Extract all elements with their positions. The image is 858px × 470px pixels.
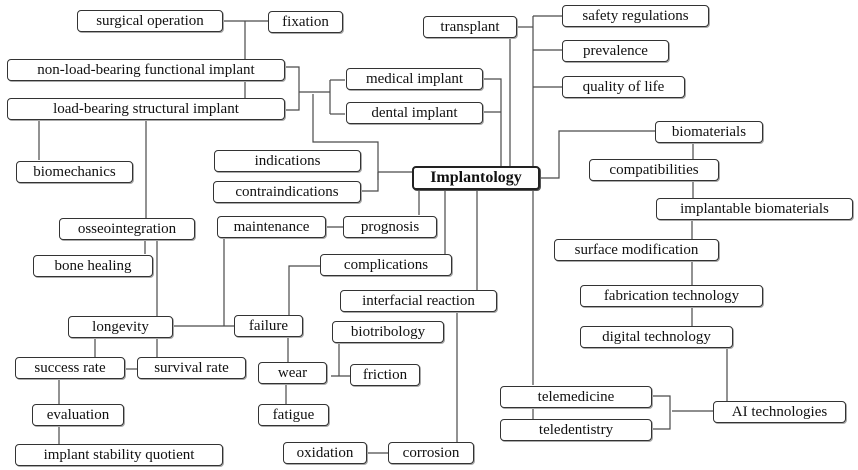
node-digital-technology[interactable]: digital technology — [580, 326, 733, 348]
node-fatigue[interactable]: fatigue — [258, 404, 329, 426]
edge-contra-root — [361, 172, 379, 192]
node-wear[interactable]: wear — [258, 362, 327, 384]
edge-tele-bracket — [652, 395, 671, 430]
node-transplant[interactable]: transplant — [423, 16, 517, 38]
edge-nonload-bracket — [285, 66, 300, 111]
node-ai-technologies[interactable]: AI technologies — [713, 401, 846, 423]
node-compatibilities[interactable]: compatibilities — [589, 159, 719, 181]
node-biotribology[interactable]: biotribology — [332, 321, 444, 343]
node-interfacial-reaction[interactable]: interfacial reaction — [340, 290, 497, 312]
node-success-rate[interactable]: success rate — [15, 357, 125, 379]
node-fabrication-technology[interactable]: fabrication technology — [580, 285, 763, 307]
node-teledentistry[interactable]: teledentistry — [500, 419, 652, 441]
node-complications[interactable]: complications — [320, 254, 452, 276]
node-biomechanics[interactable]: biomechanics — [16, 161, 133, 183]
node-longevity[interactable]: longevity — [68, 316, 173, 338]
node-quality-of-life[interactable]: quality of life — [562, 76, 685, 98]
node-telemedicine[interactable]: telemedicine — [500, 386, 652, 408]
node-dental-implant[interactable]: dental implant — [346, 102, 483, 124]
node-friction[interactable]: friction — [350, 364, 420, 386]
node-prognosis[interactable]: prognosis — [343, 216, 437, 238]
node-fixation[interactable]: fixation — [268, 11, 343, 33]
node-osseointegration[interactable]: osseointegration — [59, 218, 195, 240]
node-oxidation[interactable]: oxidation — [283, 442, 367, 464]
node-safety-regulations[interactable]: safety regulations — [562, 5, 709, 27]
node-bone-healing[interactable]: bone healing — [33, 255, 153, 277]
node-medical-implant[interactable]: medical implant — [346, 68, 483, 90]
node-biomaterials[interactable]: biomaterials — [655, 121, 763, 143]
node-non-load-bearing-implant[interactable]: non-load-bearing functional implant — [7, 59, 285, 81]
edge-root-biomaterials — [540, 130, 655, 179]
node-prevalence[interactable]: prevalence — [562, 40, 669, 62]
node-survival-rate[interactable]: survival rate — [137, 357, 246, 379]
node-implant-stability-quotient[interactable]: implant stability quotient — [15, 444, 223, 466]
node-load-bearing-implant[interactable]: load-bearing structural implant — [7, 98, 285, 120]
node-maintenance[interactable]: maintenance — [217, 216, 326, 238]
node-contraindications[interactable]: contraindications — [213, 181, 361, 203]
node-failure[interactable]: failure — [234, 315, 303, 337]
node-corrosion[interactable]: corrosion — [388, 442, 474, 464]
edge-medical-root — [483, 78, 502, 166]
edge-bracket-root — [312, 94, 379, 180]
node-evaluation[interactable]: evaluation — [32, 404, 124, 426]
node-indications[interactable]: indications — [214, 150, 361, 172]
node-surgical-operation[interactable]: surgical operation — [77, 10, 223, 32]
node-implantology-root[interactable]: Implantology — [412, 166, 540, 190]
edge-complications-failure — [288, 265, 320, 316]
node-implantable-biomaterials[interactable]: implantable biomaterials — [656, 198, 853, 220]
node-surface-modification[interactable]: surface modification — [554, 239, 719, 261]
